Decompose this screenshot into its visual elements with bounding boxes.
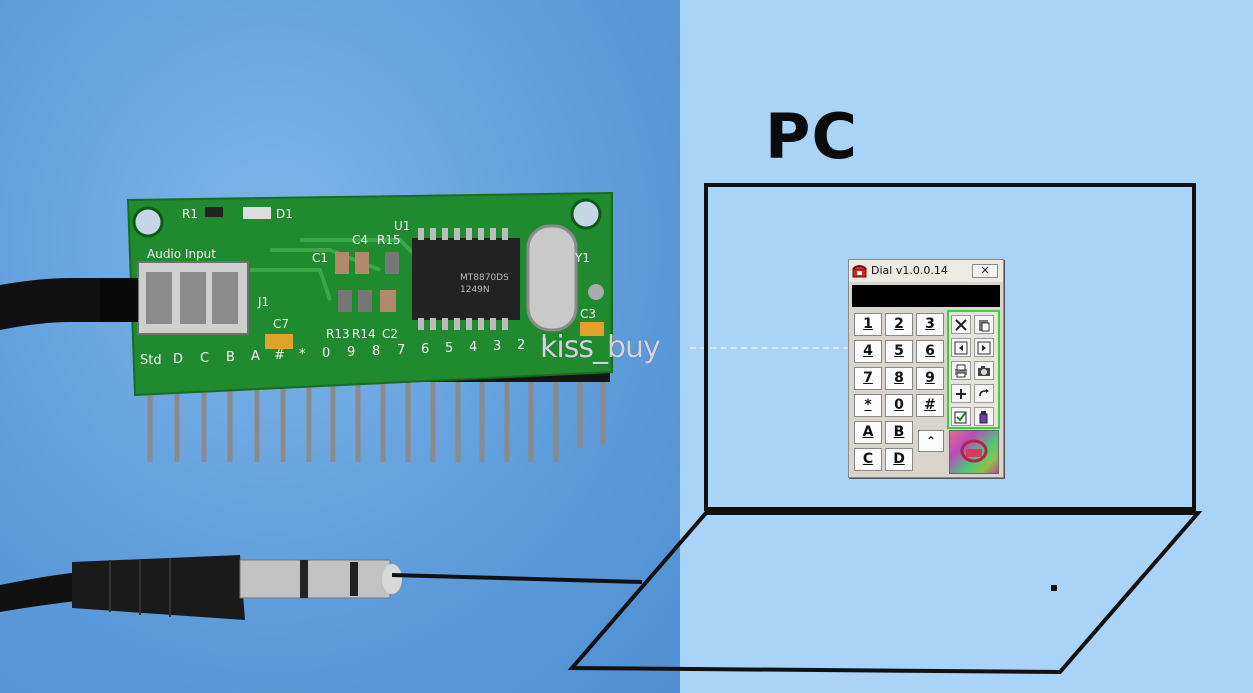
label-r1: R1 bbox=[182, 207, 198, 221]
key-5[interactable]: 5 bbox=[885, 340, 913, 363]
telephone-icon bbox=[852, 265, 867, 278]
label-audio-input: Audio Input bbox=[147, 247, 216, 261]
dial-logo-image bbox=[949, 430, 999, 474]
pin-label: 8 bbox=[372, 344, 380, 359]
label-r14: R14 bbox=[352, 327, 376, 341]
dial-display bbox=[852, 285, 1000, 307]
key-2[interactable]: 2 bbox=[885, 313, 913, 336]
pcb-photo: MT8870DS 1249N R1 D1 U1 C4 R15 C1 Y1 J1 … bbox=[0, 0, 680, 693]
label-r13: R13 bbox=[326, 327, 350, 341]
redo-icon[interactable] bbox=[974, 384, 994, 403]
pin-label: 1 bbox=[541, 337, 549, 352]
key-c[interactable]: C bbox=[854, 448, 882, 471]
key-1[interactable]: 1 bbox=[854, 313, 882, 336]
close-button[interactable]: ✕ bbox=[972, 264, 998, 278]
play-icon[interactable] bbox=[974, 338, 994, 357]
label-j1: J1 bbox=[257, 295, 269, 309]
scroll-up-button[interactable]: ⌃ bbox=[918, 430, 944, 452]
watermark-dashes bbox=[690, 347, 880, 349]
key-8[interactable]: 8 bbox=[885, 367, 913, 390]
label-y1: Y1 bbox=[574, 251, 590, 265]
dtmf-chip bbox=[412, 238, 520, 320]
delete-icon[interactable] bbox=[951, 315, 971, 334]
key-7[interactable]: 7 bbox=[854, 367, 882, 390]
key-star[interactable]: * bbox=[854, 394, 882, 417]
pc-label: PC bbox=[765, 100, 858, 173]
dial-titlebar[interactable]: Dial v1.0.0.14 ✕ bbox=[849, 260, 1003, 282]
telephone-icon bbox=[960, 439, 988, 463]
key-6[interactable]: 6 bbox=[916, 340, 944, 363]
pin-label: 5 bbox=[445, 341, 453, 356]
key-9[interactable]: 9 bbox=[916, 367, 944, 390]
label-d1: D1 bbox=[276, 207, 293, 221]
key-d[interactable]: D bbox=[885, 448, 913, 471]
pin-label: 3 bbox=[493, 339, 501, 354]
printer-icon[interactable] bbox=[951, 361, 971, 380]
key-4[interactable]: 4 bbox=[854, 340, 882, 363]
chip-text-2: 1249N bbox=[460, 285, 490, 295]
dial-window: Dial v1.0.0.14 ✕ 1 2 3 4 5 6 7 8 9 * 0 #… bbox=[848, 259, 1004, 478]
pin-label: * bbox=[299, 347, 306, 362]
key-b[interactable]: B bbox=[885, 421, 913, 444]
crystal bbox=[526, 224, 578, 332]
bottom-cable bbox=[0, 572, 85, 612]
rewind-icon[interactable] bbox=[951, 338, 971, 357]
label-c2: C2 bbox=[382, 327, 398, 341]
pin-label: B bbox=[226, 350, 235, 365]
icon-panel bbox=[947, 310, 1000, 429]
plug-body bbox=[72, 555, 245, 620]
key-3[interactable]: 3 bbox=[916, 313, 944, 336]
chip-text-1: MT8870DS bbox=[460, 273, 509, 283]
label-r15: R15 bbox=[377, 233, 401, 247]
cable-to-pc bbox=[391, 573, 643, 584]
label-c3: C3 bbox=[580, 307, 596, 321]
label-c4: C4 bbox=[352, 233, 368, 247]
pin-label: # bbox=[274, 348, 285, 363]
pin-label: 4 bbox=[469, 340, 477, 355]
watermark-text: kiss_buy bbox=[540, 330, 661, 365]
bottle-icon[interactable] bbox=[974, 407, 994, 426]
key-a[interactable]: A bbox=[854, 421, 882, 444]
pin-label: 2 bbox=[517, 338, 525, 353]
label-c7: C7 bbox=[273, 317, 289, 331]
key-hash[interactable]: # bbox=[916, 394, 944, 417]
camera-icon[interactable] bbox=[974, 361, 994, 380]
pin-label: 6 bbox=[421, 342, 429, 357]
pin-label: A bbox=[251, 349, 260, 364]
pcb-photo-drawing: MT8870DS 1249N R1 D1 U1 C4 R15 C1 Y1 J1 … bbox=[0, 191, 613, 620]
pin-label: D bbox=[173, 352, 183, 367]
top-cable bbox=[0, 278, 130, 330]
pin-label: 7 bbox=[397, 343, 405, 358]
dial-title: Dial v1.0.0.14 bbox=[871, 264, 948, 277]
add-icon[interactable] bbox=[951, 384, 971, 403]
pin-label: 9 bbox=[347, 345, 355, 360]
clipboard-icon[interactable] bbox=[974, 315, 994, 334]
checkbox-icon[interactable] bbox=[951, 407, 971, 426]
label-u1: U1 bbox=[394, 219, 410, 233]
label-c1: C1 bbox=[312, 251, 328, 265]
pin-label: C bbox=[200, 351, 209, 366]
key-0[interactable]: 0 bbox=[885, 394, 913, 417]
pin-label: 0 bbox=[322, 346, 330, 361]
laptop-screen bbox=[704, 183, 1196, 511]
pin-label: Std bbox=[140, 353, 162, 368]
pin-labels: Std D C B A # * 0 9 8 7 6 5 4 3 2 1 bbox=[140, 337, 549, 368]
